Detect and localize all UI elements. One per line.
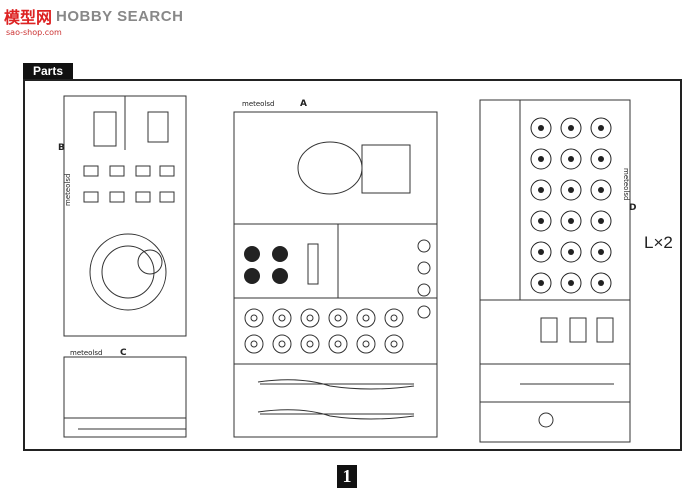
sprue-label-center: meteolsd [242,100,275,108]
multiplier-label: L×2 [644,233,673,252]
sprue-letter-b: B [58,143,65,153]
part-housing-2 [147,111,169,143]
sprue-label-d: meteolsd [622,168,630,201]
sprue-letter-d: D [629,203,636,213]
sprue-letter-a: A [300,99,307,109]
parts-frame [23,79,682,451]
part-housing [93,111,117,147]
sprocket-icons [244,246,288,284]
road-wheel-icons [530,117,612,294]
small-parts-row-1 [83,165,175,203]
sprue-label-b: meteolsd [64,174,72,207]
sprue-label-c: meteolsd [70,349,103,357]
sprue-frame-center [233,111,438,438]
sprue-letter-c: C [120,348,127,358]
watermark-logo: 模型网 [4,8,53,27]
turret-ring-part [89,233,167,311]
wheel-row [244,308,404,354]
watermark-text: HOBBY SEARCH [56,7,184,25]
watermark-subtext: sao-shop.com [6,28,62,37]
watermark: 模型网 HOBBY SEARCH [4,4,183,28]
section-label: Parts [23,63,74,79]
sprue-frame-bottom-left [63,356,187,438]
page-number: 1 [337,465,357,488]
turret-part [297,141,363,195]
sprue-frame-right [479,99,631,443]
